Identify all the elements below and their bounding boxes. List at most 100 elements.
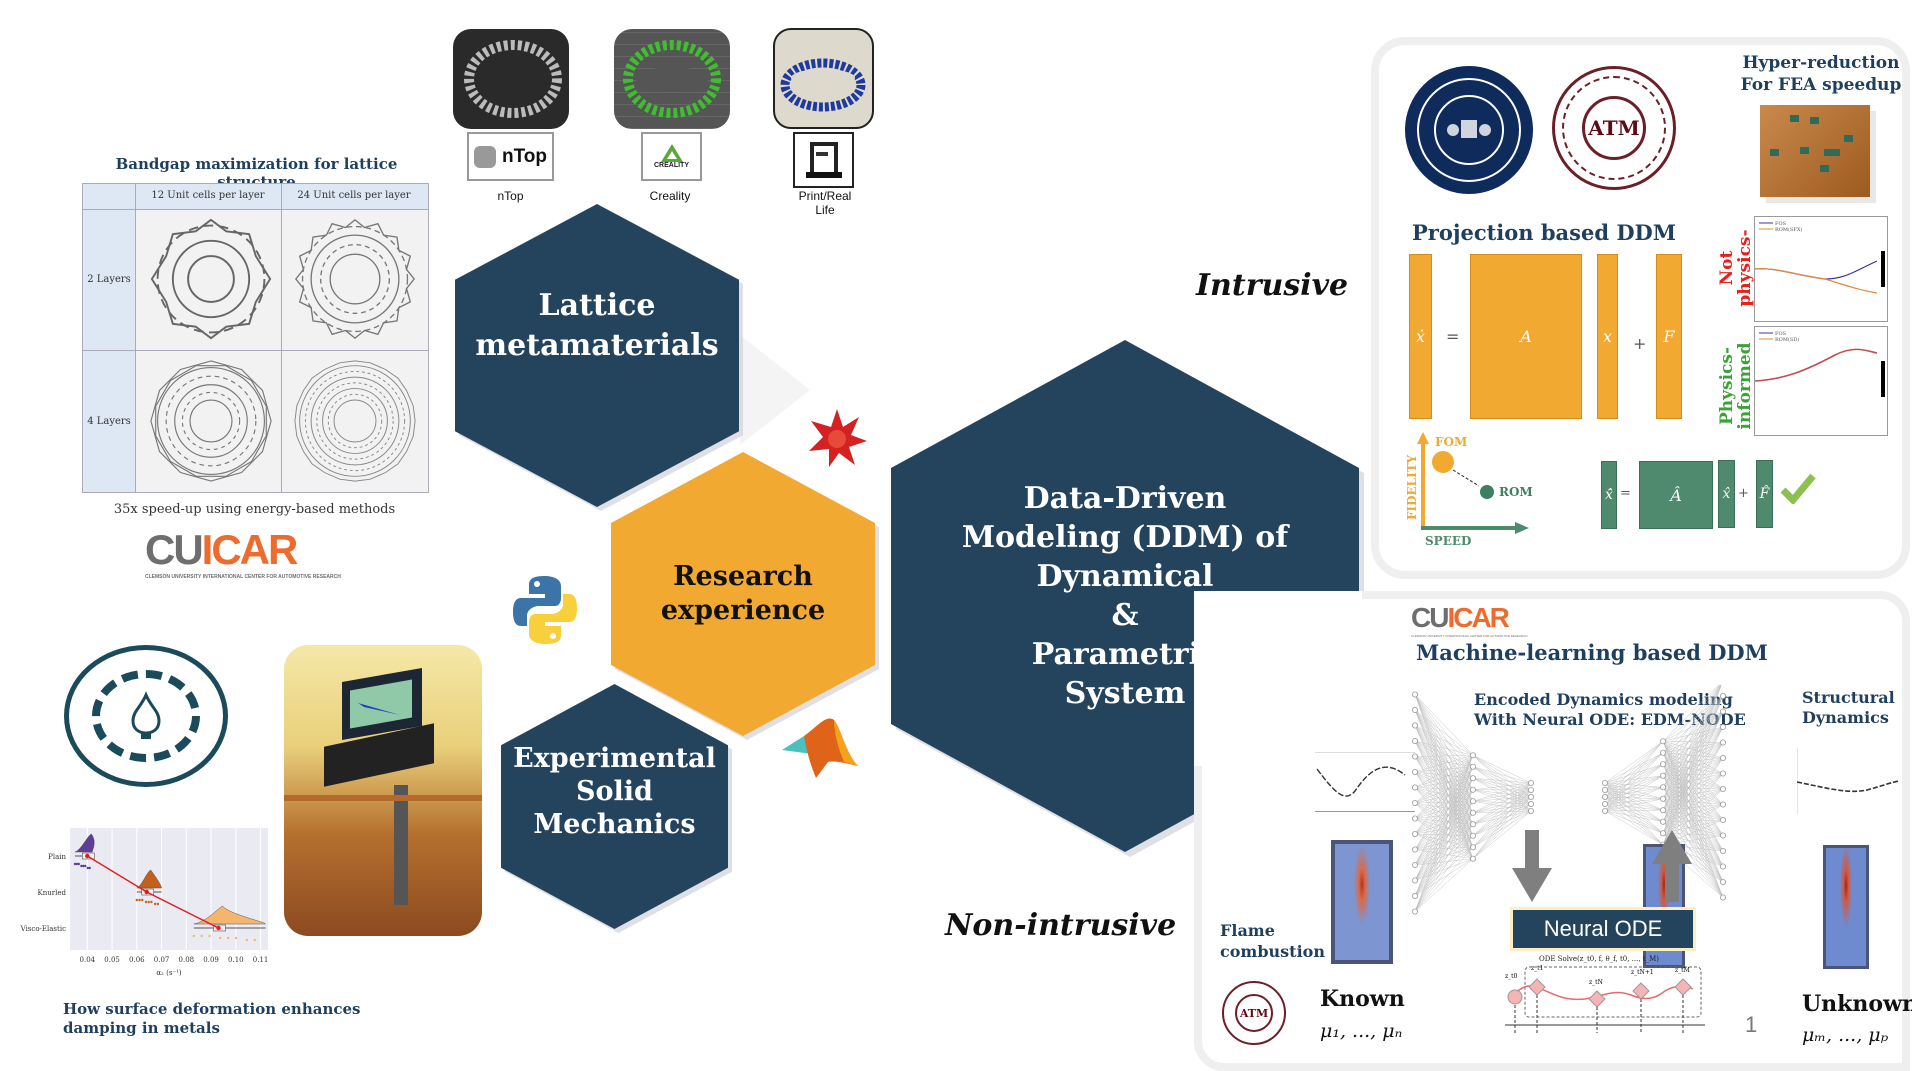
nn-edge	[1414, 801, 1474, 881]
equals-sign: =	[1446, 327, 1460, 346]
nn-node	[1719, 832, 1726, 839]
ode-point-label: z_t0	[1505, 973, 1518, 980]
iit-kanpur-seal	[64, 645, 228, 787]
nn-edge	[1662, 695, 1724, 822]
matrix-xhat: x̂	[1718, 460, 1735, 528]
lattice-table: 12 Unit cells per layer 24 Unit cells pe…	[82, 183, 429, 493]
plus-sign: +	[1738, 486, 1749, 501]
nn-edge	[1662, 819, 1724, 834]
nn-node	[1470, 855, 1477, 862]
nn-edge	[1662, 685, 1720, 753]
hex-lattice-metamaterials[interactable]: Lattice metamaterials	[455, 204, 739, 507]
nn-edge	[1472, 778, 1532, 784]
nn-node	[1659, 830, 1666, 837]
plot-area	[70, 828, 268, 950]
nn-edge	[1662, 773, 1724, 822]
nn-edge	[1414, 756, 1474, 813]
nn-edge	[1414, 725, 1474, 756]
nn-edge	[1662, 821, 1724, 852]
nn-edge	[1414, 789, 1474, 819]
data-point	[82, 864, 85, 868]
svg-text:ROM(SD): ROM(SD)	[1775, 336, 1799, 343]
nn-edge	[1414, 787, 1474, 859]
nn-edge	[1414, 756, 1474, 848]
matrix-xhat-dot: x̂̇	[1601, 461, 1617, 529]
nn-edge	[1414, 766, 1474, 881]
nn-edge	[1414, 847, 1474, 912]
svg-text:ROM(SFX): ROM(SFX)	[1775, 226, 1802, 233]
nn-edge	[1414, 824, 1474, 881]
nn-edge	[1662, 804, 1724, 811]
nn-edge	[1662, 695, 1724, 834]
nn-edge	[1662, 775, 1724, 836]
nn-edge	[1662, 685, 1721, 776]
nn-edge	[1662, 804, 1724, 834]
nn-edge	[1414, 766, 1474, 897]
nn-node	[1719, 847, 1726, 854]
fidelity-axis-label: FIDELITY	[1405, 454, 1419, 520]
printer-icon	[793, 132, 854, 188]
ode-solve-label: ODE Solve(z_t0, f, θ_f, t0, ..., t_M)	[1539, 955, 1660, 963]
printed-lattice-photo	[773, 28, 874, 129]
ode-point-label: z_tN	[1589, 979, 1603, 986]
nn-node	[1412, 877, 1418, 884]
nn-node	[1412, 753, 1418, 760]
nn-node	[1470, 821, 1477, 828]
nn-node	[1470, 844, 1477, 851]
lattice-pattern-image	[294, 360, 416, 482]
nn-edge	[1472, 810, 1532, 836]
nn-edge	[1414, 756, 1474, 859]
nn-edge	[1604, 741, 1664, 798]
nn-node	[1719, 739, 1726, 746]
physics-informed-plot: FOS ROM(SD)	[1754, 326, 1888, 436]
nn-edge	[1414, 755, 1474, 866]
nn-edge	[1662, 741, 1724, 805]
data-point	[227, 936, 230, 940]
creality-logo: CREALITY	[641, 132, 702, 181]
intrusive-label: Intrusive	[1196, 268, 1349, 303]
nn-edge	[1472, 789, 1532, 836]
nn-edge	[1604, 752, 1664, 805]
nn-edge	[1414, 766, 1474, 850]
nn-node	[1719, 770, 1726, 777]
nn-edge	[1662, 695, 1724, 776]
nn-edge	[1662, 788, 1724, 811]
nn-node	[1719, 894, 1726, 901]
nn-edge	[1414, 789, 1474, 881]
known-label: Known	[1320, 986, 1405, 1012]
nn-node	[1412, 784, 1418, 791]
nn-edge	[1414, 755, 1474, 850]
lattice-pattern-image	[150, 218, 272, 340]
nn-edge	[1662, 810, 1724, 821]
nn-edge	[1662, 764, 1724, 898]
data-point	[200, 934, 203, 938]
flame-field-unknown-right	[1823, 845, 1869, 969]
nn-edge	[1414, 801, 1474, 897]
trend-point	[144, 889, 149, 895]
nn-edge	[1662, 711, 1724, 788]
nn-edge	[1414, 778, 1474, 819]
nn-edge	[1472, 755, 1532, 784]
nn-edge	[1662, 726, 1724, 845]
page-number: 1	[1745, 1012, 1758, 1037]
nn-edge	[1604, 741, 1664, 791]
nn-edge	[1414, 709, 1474, 767]
data-point	[234, 936, 238, 940]
hex-experimental-label: Experimental Solid Mechanics	[513, 743, 716, 840]
nn-edge	[1414, 755, 1474, 881]
nn-node	[1470, 763, 1477, 770]
hex-research-experience[interactable]: Research experience	[611, 452, 875, 736]
nn-edge	[1662, 821, 1724, 836]
nn-edge	[1414, 766, 1474, 804]
nn-edge	[1662, 773, 1724, 811]
x-tick-label: 0.07	[154, 956, 170, 964]
data-point	[192, 934, 195, 938]
decode-up-arrow	[1652, 830, 1692, 902]
data-point	[156, 902, 160, 906]
nn-edge	[1414, 801, 1474, 912]
nn-edge	[1662, 685, 1721, 799]
x-tick-label: 0.11	[253, 956, 269, 964]
nn-node	[1412, 738, 1418, 745]
nn-edge	[1414, 787, 1474, 848]
nn-edge	[1604, 764, 1664, 805]
